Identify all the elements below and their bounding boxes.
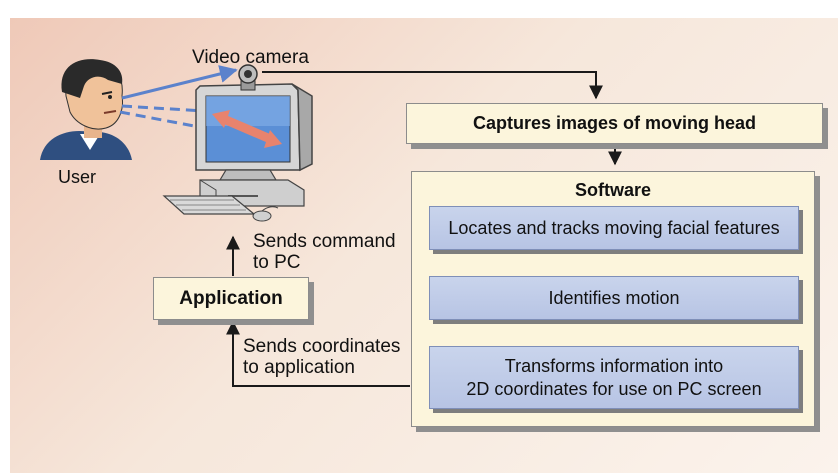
software-to-application-connector: [226, 320, 410, 387]
computer-icon: [162, 83, 313, 222]
video-camera-label: Video camera: [192, 47, 309, 68]
user-label: User: [58, 167, 97, 187]
video-camera-icon: [238, 64, 258, 91]
sight-line-dashed-2: [119, 110, 270, 146]
identifies-box: Identifies motion: [429, 276, 799, 320]
sends-coordinates-label: Sends coordinates to application: [243, 336, 401, 378]
camera-to-capture-connector: [262, 71, 603, 100]
locates-box: Locates and tracks moving facial feature…: [429, 206, 799, 250]
head-motion-arrow: [212, 110, 282, 148]
sight-line-solid: [121, 65, 238, 100]
captures-images-box: Captures images of moving head: [406, 103, 823, 144]
application-box: Application: [153, 277, 309, 320]
user-head-icon: [40, 59, 132, 160]
software-title: Software: [574, 180, 652, 200]
sends-command-label: Sends command to PC: [253, 231, 396, 273]
transforms-box: Transforms information into 2D coordinat…: [429, 346, 799, 409]
